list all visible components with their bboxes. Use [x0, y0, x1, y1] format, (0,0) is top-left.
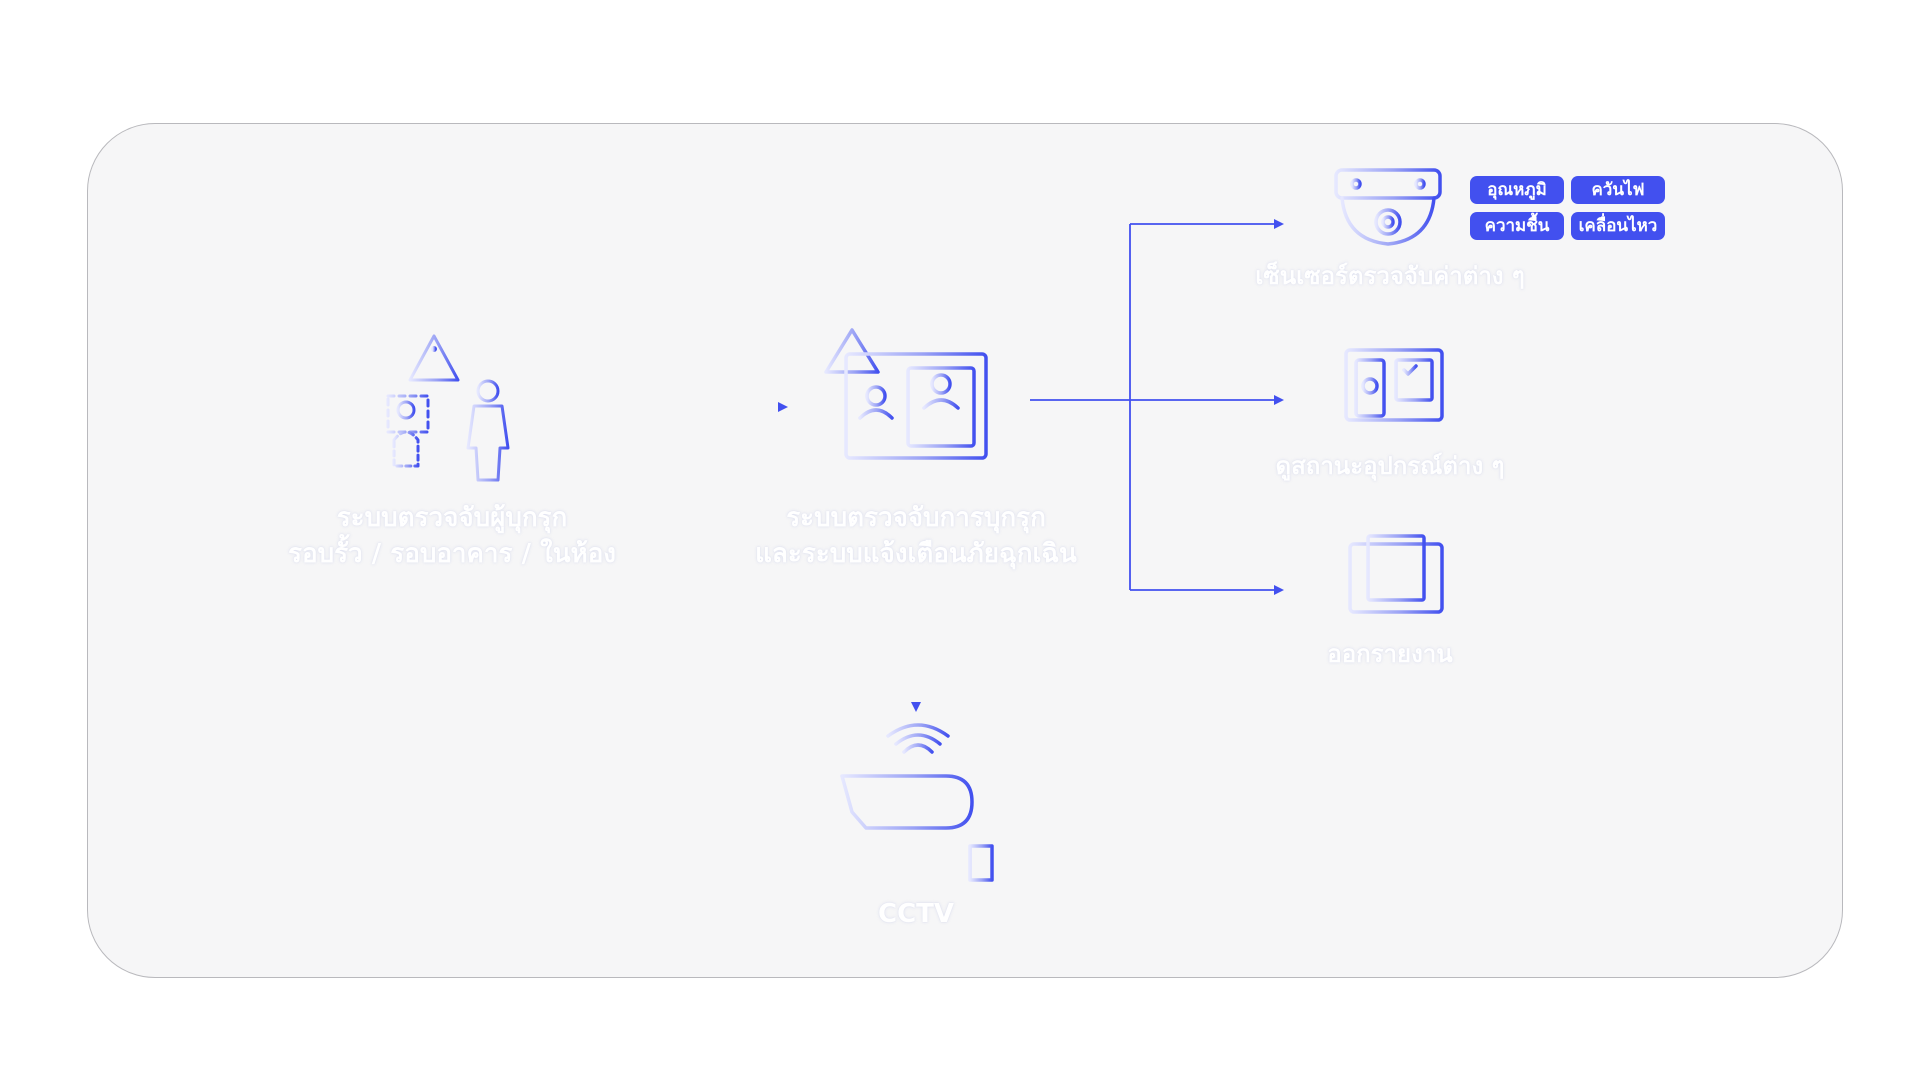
arrowhead-icon — [1274, 395, 1284, 405]
center-label: ระบบตรวจจับการบุกรุก และระบบแจ้งเตือนภัย… — [716, 500, 1116, 572]
status-label: ดูสถานะอุปกรณ์ต่าง ๆ — [1240, 448, 1540, 484]
arrowhead-icon — [911, 702, 921, 712]
dome-sensor-camera-icon — [1334, 168, 1442, 246]
center-label-line2: และระบบแจ้งเตือนภัยฉุกเฉิน — [755, 539, 1077, 569]
cctv-camera-icon — [840, 723, 994, 882]
sensor-label: เซ็นเซอร์ตรวจจับค่าต่าง ๆ — [1240, 258, 1540, 294]
monitor-alert-icon — [824, 328, 988, 478]
perimeter-label-line2: รอบรั้ว / รอบอาคาร / ในห้อง — [287, 539, 617, 569]
arrowhead-icon — [1274, 585, 1284, 595]
sensor-tag-smoke: ควันไฟ — [1571, 176, 1665, 204]
report-label: ออกรายงาน — [1240, 636, 1540, 672]
status-label-text: ดูสถานะอุปกรณ์ต่าง ๆ — [1275, 452, 1505, 480]
perimeter-label-line1: ระบบตรวจจับผู้บุกรุก — [336, 503, 568, 533]
center-label-line1: ระบบตรวจจับการบุกรุก — [786, 503, 1046, 533]
intruder-warning-person-icon — [386, 334, 510, 482]
diagram-panel — [87, 123, 1843, 978]
sensor-tag-humidity: ความชื้น — [1470, 212, 1564, 240]
cctv-label: CCTV — [816, 896, 1016, 932]
device-status-monitor-icon — [1344, 348, 1444, 436]
arrowhead-icon — [778, 402, 788, 412]
sensor-tag-motion: เคลื่อนไหว — [1571, 212, 1665, 240]
report-label-text: ออกรายงาน — [1327, 640, 1453, 668]
perimeter-label: ระบบตรวจจับผู้บุกรุก รอบรั้ว / รอบอาคาร … — [252, 500, 652, 572]
cctv-label-text: CCTV — [877, 899, 955, 929]
sensor-tag-temperature: อุณหภูมิ — [1470, 176, 1564, 204]
arrowhead-icon — [1274, 219, 1284, 229]
connector-lines — [572, 219, 1284, 712]
report-document-monitor-icon — [1348, 534, 1444, 628]
sensor-label-text: เซ็นเซอร์ตรวจจับค่าต่าง ๆ — [1255, 262, 1525, 290]
